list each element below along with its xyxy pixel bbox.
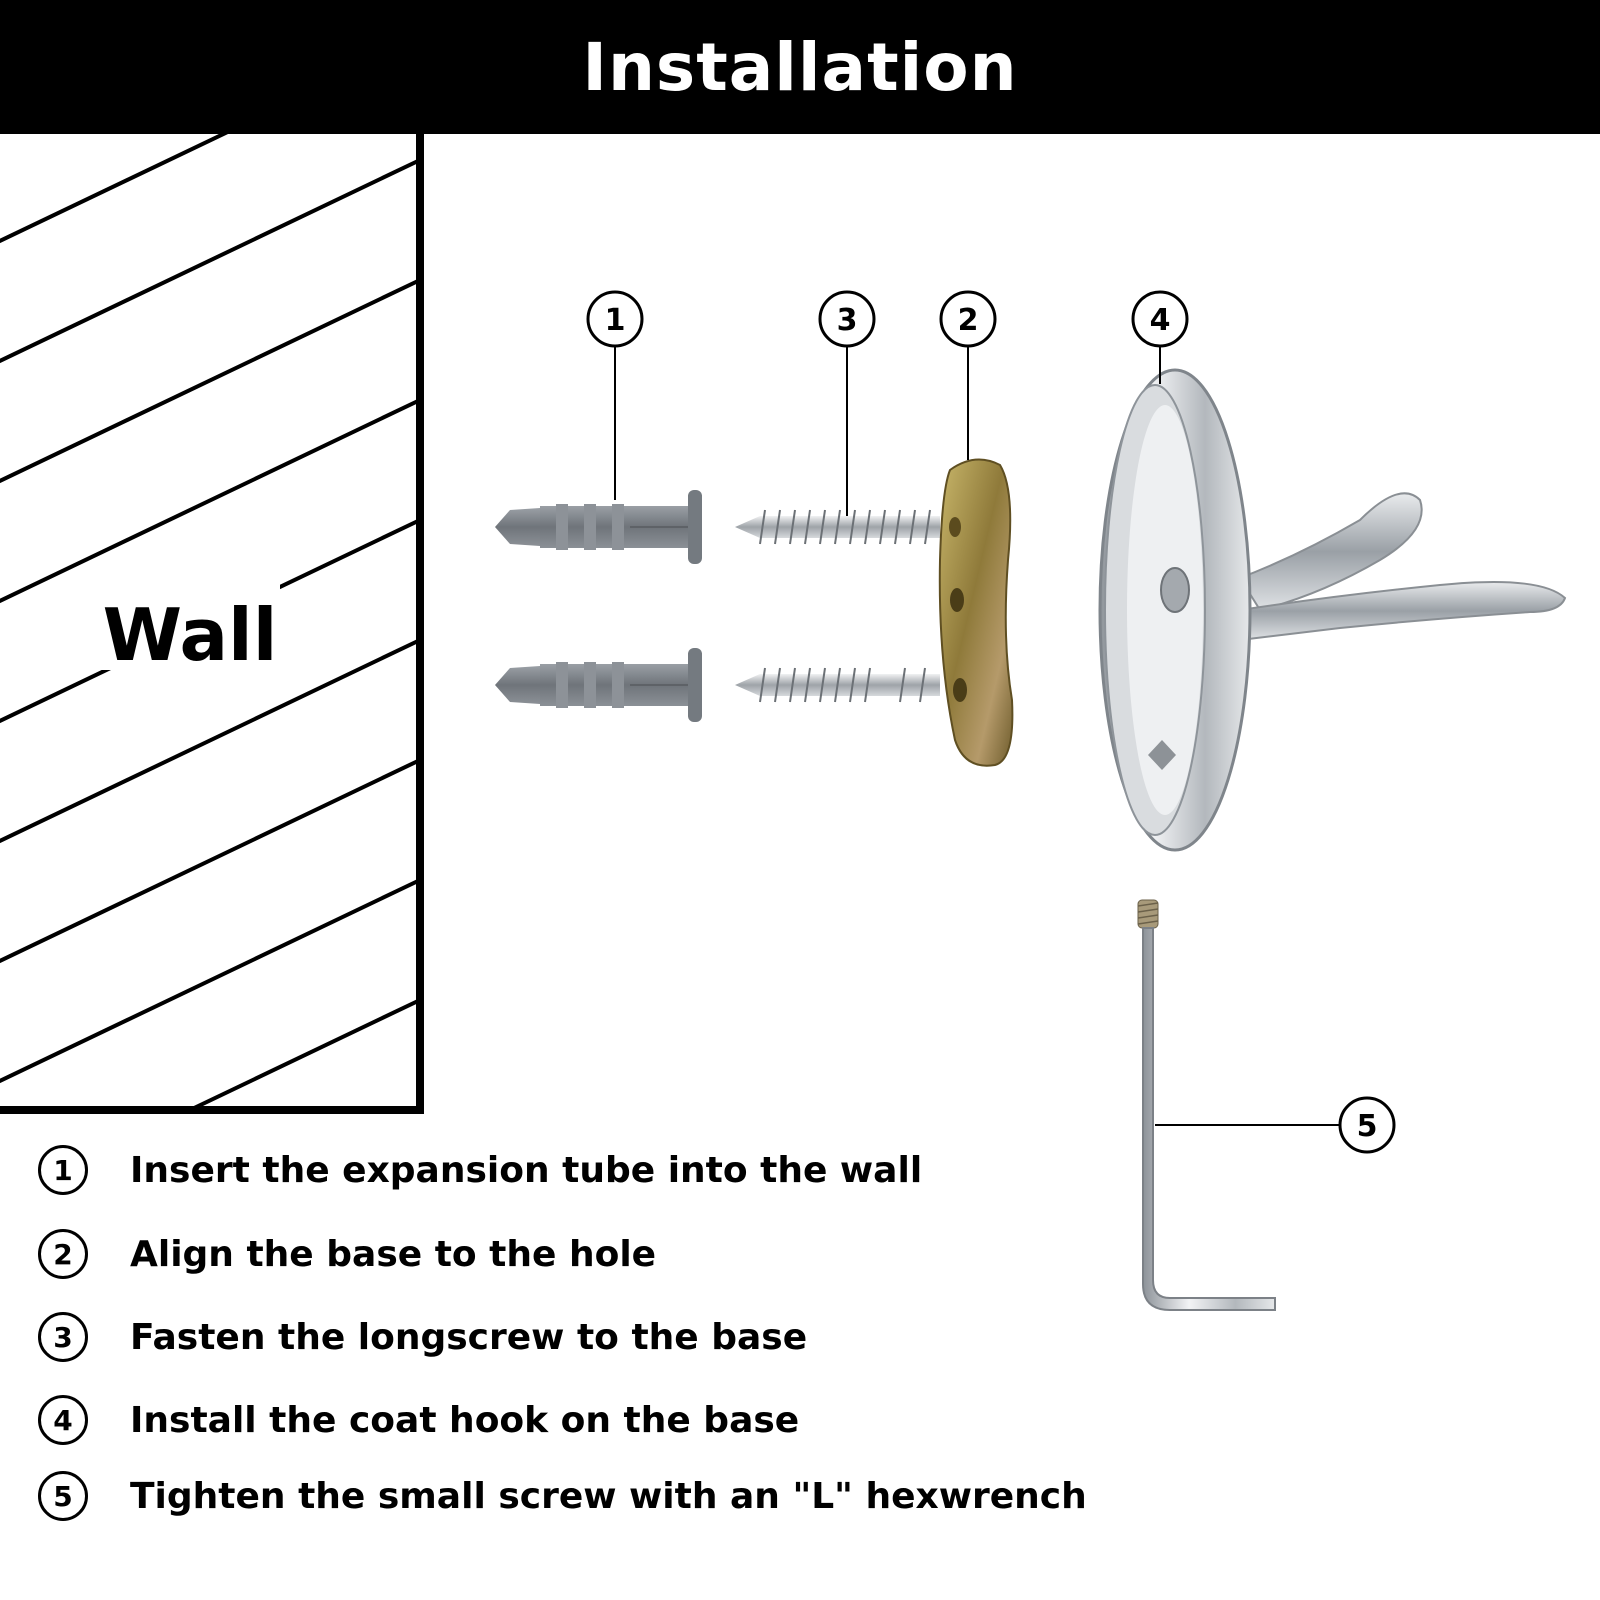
callout-1-label: 1: [605, 303, 626, 338]
wall: Wall: [0, 134, 424, 1114]
wall-outline: [0, 134, 424, 1114]
callout-4: 4: [1131, 290, 1189, 348]
step-3: 3 Fasten the longscrew to the base: [38, 1307, 807, 1367]
leader-lines: [614, 346, 1340, 1126]
step-number: 4: [38, 1395, 88, 1445]
callout-3: 3: [818, 290, 876, 348]
step-1: 1 Insert the expansion tube into the wal…: [38, 1140, 922, 1200]
callout-3-label: 3: [837, 303, 858, 338]
step-text: Insert the expansion tube into the wall: [130, 1149, 923, 1191]
expansion-tube-top: [495, 490, 702, 564]
step-text: Align the base to the hole: [130, 1233, 657, 1275]
callout-5-label: 5: [1357, 1109, 1378, 1144]
step-number: 2: [38, 1229, 88, 1279]
coat-hook: [1098, 368, 1567, 852]
expansion-tube-bottom: [495, 648, 702, 722]
callout-2-label: 2: [958, 303, 979, 338]
page-title: Installation: [582, 28, 1018, 106]
wall-label: Wall: [103, 593, 278, 677]
step-text: Install the coat hook on the base: [130, 1399, 800, 1441]
step-4: 4 Install the coat hook on the base: [38, 1390, 799, 1450]
l-hex-wrench: [1137, 899, 1276, 1311]
mounting-base: [938, 458, 1014, 767]
long-screw-top: [735, 509, 940, 545]
step-text: Fasten the longscrew to the base: [130, 1316, 808, 1358]
callout-1: 1: [586, 290, 644, 348]
step-text: Tighten the small screw with an "L" hexw…: [130, 1475, 1087, 1517]
callout-2: 2: [939, 290, 997, 348]
step-5: 5 Tighten the small screw with an "L" he…: [38, 1466, 1087, 1526]
step-number: 3: [38, 1312, 88, 1362]
step-2: 2 Align the base to the hole: [38, 1224, 656, 1284]
header-bar: Installation: [0, 0, 1600, 134]
callout-4-label: 4: [1150, 303, 1171, 338]
callout-5: 5: [1338, 1096, 1396, 1154]
step-number: 1: [38, 1145, 88, 1195]
step-number: 5: [38, 1471, 88, 1521]
long-screw-bottom: [735, 667, 940, 703]
